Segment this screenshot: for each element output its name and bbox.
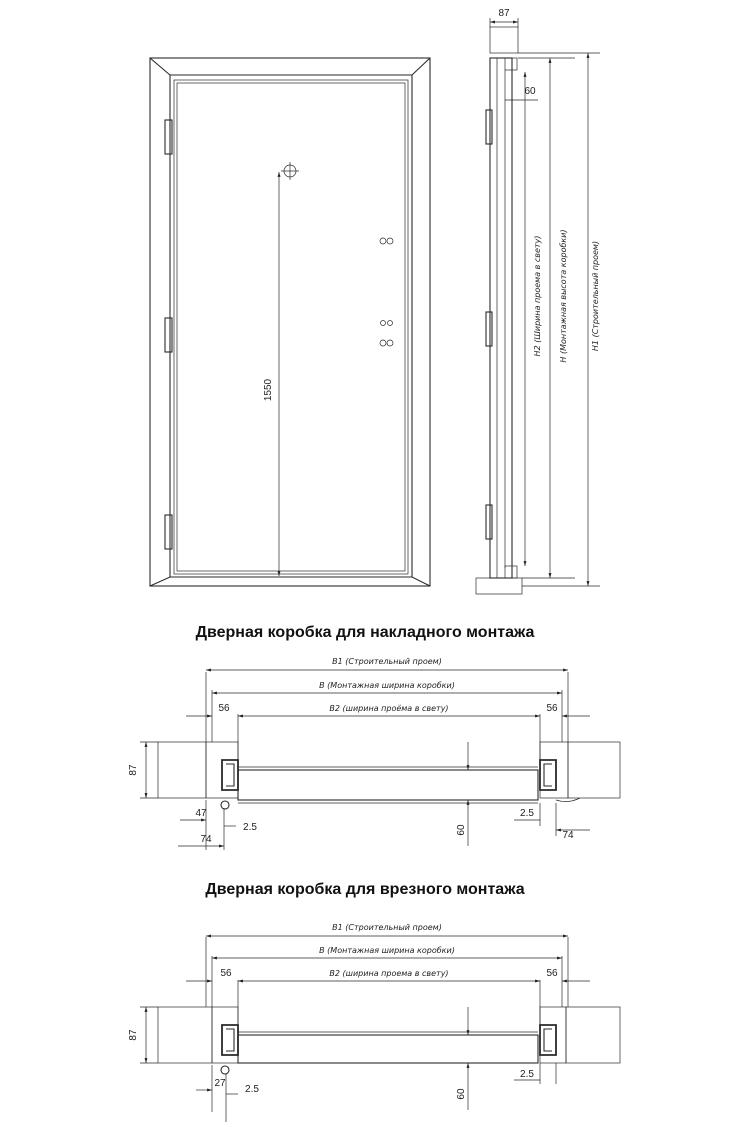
- b-label: B (Монтажная ширина коробки): [319, 681, 455, 690]
- lock-icon: [379, 339, 394, 347]
- section-overlay-title: Дверная коробка для накладного монтажа: [196, 624, 535, 641]
- door-frame-outer: [149, 57, 431, 587]
- handle-height-label: 1550: [263, 378, 274, 401]
- hinge-icon: [220, 800, 230, 810]
- frame-top-bevel: [149, 57, 431, 76]
- lock-icon: [379, 237, 394, 245]
- b2-label: B2 (ширина проема в свету): [329, 969, 448, 978]
- section-overlay: Дверная коробка для накладного монтажа B…: [128, 624, 621, 850]
- front-view: 1550: [149, 57, 431, 587]
- dim-25-left-label: 2.5: [243, 822, 257, 833]
- dim-25-left-label: 2.5: [245, 1084, 259, 1095]
- b1-label: B1 (Строительный проем): [332, 923, 442, 932]
- hinge-icon: [485, 109, 493, 145]
- dim-25-right-label: 2.5: [520, 808, 534, 819]
- center-60-label: 60: [456, 1088, 467, 1100]
- side-view: 87 60 H2 (Ширина проема в свету) H (Монт…: [475, 8, 600, 595]
- h2-label: H2 (Ширина проема в свету): [533, 236, 542, 357]
- dim-25-right-label: 2.5: [520, 1069, 534, 1080]
- peephole-icon: [281, 162, 299, 180]
- h1-label: H1 (Строительный проем): [591, 241, 600, 351]
- dim-74-left-label: 74: [200, 834, 212, 845]
- dim-47-label: 47: [195, 808, 207, 819]
- dim-27-label: 27: [214, 1078, 226, 1089]
- hinge-icon: [485, 504, 493, 540]
- b-label: B (Монтажная ширина коробки): [319, 946, 455, 955]
- left-56-label: 56: [220, 968, 232, 979]
- top-depth-label: 87: [498, 8, 510, 19]
- hinge-icon: [164, 317, 173, 353]
- hinge-icon: [164, 514, 173, 550]
- b1-label: B1 (Строительный проем): [332, 657, 442, 666]
- right-56-label: 56: [546, 703, 558, 714]
- door-leaf: [173, 79, 409, 575]
- section-mortise-title: Дверная коробка для врезного монтажа: [205, 881, 524, 898]
- wall-87-label: 87: [128, 1029, 139, 1041]
- dim-74-right-label: 74: [562, 830, 574, 841]
- hinge-icon: [485, 311, 493, 347]
- inner-offset-label: 60: [524, 86, 536, 97]
- left-56-label: 56: [218, 703, 230, 714]
- hinge-icon: [220, 1065, 230, 1075]
- center-60-label: 60: [456, 824, 467, 836]
- b2-label: B2 (ширина проёма в свету): [329, 704, 448, 713]
- wall-87-label: 87: [128, 764, 139, 776]
- hinge-icon: [164, 119, 173, 155]
- handle-icon: [380, 320, 393, 326]
- right-56-label: 56: [546, 968, 558, 979]
- section-mortise: Дверная коробка для врезного монтажа B1 …: [128, 881, 621, 1122]
- h-label: H (Монтажная высота коробки): [559, 229, 568, 362]
